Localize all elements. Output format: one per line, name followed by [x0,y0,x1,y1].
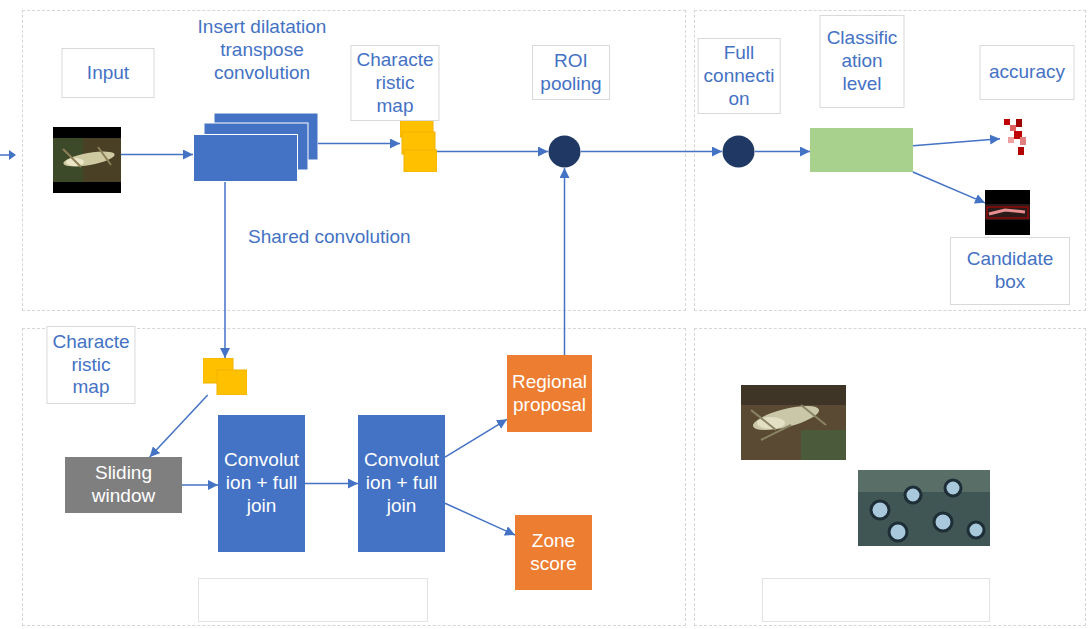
label-box: Full connecti on [698,38,781,114]
heading: Insert dilatation transpose convolution [177,16,347,84]
process-box: Convolut ion + full join [358,415,445,552]
image-ground [741,385,846,460]
node-figure [1000,115,1030,160]
node-figure [400,115,437,172]
connector-arrow [150,395,208,457]
object-dot [905,487,921,503]
image-ground [858,470,990,546]
node-figure [722,135,755,168]
node-figure [810,128,913,172]
process-box: Sliding window [65,457,182,513]
label-box: Characte ristic map [46,326,135,404]
image-ground [741,385,846,405]
connector-arrow [564,168,566,355]
process-box: Regional proposal [507,355,592,432]
entry-arrow-head [9,150,16,160]
image-ground [858,470,990,492]
box-label: Sliding window [69,462,178,508]
node-figure [53,127,121,193]
box-label: Convolut ion + full join [362,449,441,517]
process-box: Zone score [515,515,592,590]
figure-node: Characte ristic map [203,358,247,395]
process-box: Convolut ion + full join [218,415,305,552]
connector-arrow [445,419,507,457]
connector-arrow [121,154,193,156]
entry-arrow [0,148,20,162]
connector-arrow [224,182,226,358]
connector-arrow [755,151,810,153]
connector-arrow [318,143,400,145]
figure-node: Characte ristic map [400,115,437,172]
connector-arrow [581,151,722,153]
connector-arrow [913,172,985,203]
node-figure [193,113,318,182]
figure-node: Insert dilatation transpose convolution [193,113,318,182]
shrimp-legs [751,405,826,440]
label-box: ROI pooling [532,45,610,100]
heading-text: Candidate box [967,248,1054,294]
object-dot [968,522,984,538]
label-box: Characte ristic map [350,45,439,121]
node-figure [203,358,247,395]
object-dot [889,523,907,541]
figure-node: ROI pooling [548,135,581,168]
connector-arrow [437,151,548,153]
section-label: Shared convolution [248,226,411,249]
empty-box [198,578,428,622]
figure-node: accuracy [1000,115,1030,160]
entry-arrow-line [0,154,10,156]
heading-text: Classific ation level [827,27,898,95]
figure-node: Full connecti on [722,135,755,168]
figure-node: Input [53,127,121,193]
image-ground [801,430,846,460]
box-label: Zone score [519,530,588,576]
heading-text: Insert dilatation transpose convolution [177,16,347,84]
heading-text: ROI pooling [540,50,601,96]
object-dot [945,480,961,496]
box-label: Convolut ion + full join [222,449,301,517]
connector-arrow [445,503,515,535]
figure-node: Classific ation level [810,128,913,172]
node-figure [548,135,581,168]
label-box: Input [62,48,155,98]
object-dot [871,501,889,519]
heading-text: Input [87,62,129,85]
object-dot [934,513,952,531]
node-figure [985,190,1030,235]
heading-text: accuracy [989,61,1065,84]
figure-node: Candidate box [985,190,1030,235]
label-box: Candidate box [950,237,1070,305]
heading-text: Characte ristic map [356,49,433,117]
connector-arrow [913,139,1000,146]
sample-image [858,470,990,546]
label-box: Classific ation level [820,15,905,108]
sample-image [741,385,846,460]
label-box: accuracy [980,45,1075,100]
heading-text: Characte ristic map [52,331,129,399]
connector-arrow [182,484,218,486]
box-label: Regional proposal [511,371,588,417]
empty-box [762,578,990,622]
connector-arrow [305,483,358,485]
heading-text: Full connecti on [704,42,775,110]
